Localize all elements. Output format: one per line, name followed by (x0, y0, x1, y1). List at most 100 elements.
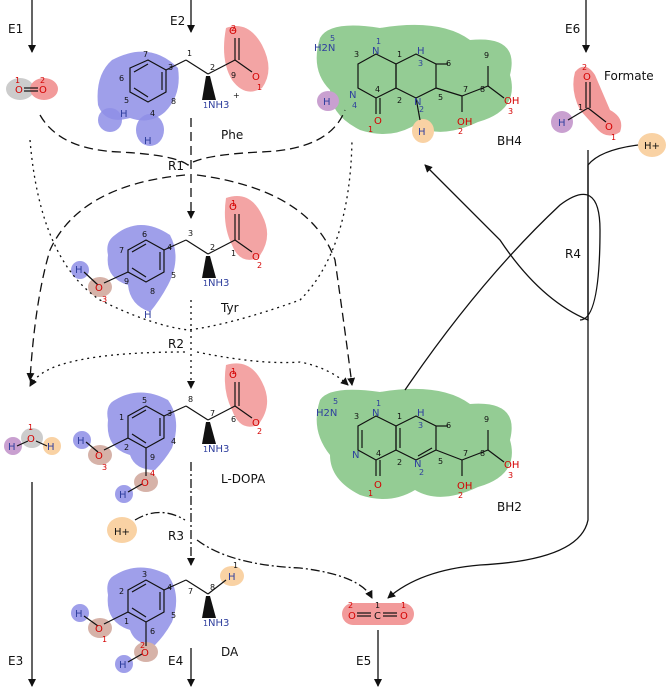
svg-text:1: 1 (376, 37, 381, 46)
bh4-proton: H (418, 127, 426, 138)
r1-water-arrow (26, 174, 186, 381)
bh2-n3: H (417, 408, 425, 419)
svg-text:2: 2 (397, 96, 402, 105)
svg-text:7: 7 (143, 50, 148, 59)
svg-text:5: 5 (330, 34, 335, 43)
r1-reactant-curve (39, 109, 346, 166)
svg-text:1: 1 (231, 367, 236, 376)
ldopa-carboxylate-oxygen: O (252, 418, 260, 429)
svg-text:5: 5 (171, 611, 176, 620)
bh4-hydride: H (323, 97, 331, 108)
formate-label: Formate (604, 69, 654, 83)
svg-text:8: 8 (480, 85, 485, 94)
svg-text:2: 2 (458, 491, 463, 500)
ldopa-h-3: H (77, 436, 85, 447)
svg-text:1: 1 (203, 445, 208, 454)
bh2-label: BH2 (497, 500, 522, 514)
formate-carbonyl-oxygen: O (583, 72, 591, 83)
tyr-molecule: O O NH3 O H H 6 7 9 8 5 4 3 2 1 1 2 3 1 … (71, 196, 268, 321)
svg-text:9: 9 (150, 453, 155, 462)
bh2-amine: H2N (316, 408, 337, 419)
svg-text:8: 8 (480, 449, 485, 458)
ldopa-amine: NH3 (208, 444, 229, 455)
svg-text:4: 4 (352, 101, 357, 110)
svg-text:1: 1 (102, 635, 107, 644)
proton-left-label: H+ (114, 527, 130, 538)
tyr-ring-h: H (144, 310, 152, 321)
svg-text:4: 4 (150, 469, 155, 478)
proton-right-label: H+ (644, 141, 660, 152)
svg-text:8: 8 (171, 97, 176, 106)
phe-h5: H (120, 109, 128, 120)
tyr-carbonyl-oxygen: O (229, 202, 237, 213)
formate-oxygen: O (605, 122, 613, 133)
svg-text:2: 2 (348, 601, 353, 610)
svg-text:2: 2 (419, 468, 424, 477)
o2-atom-1: O (15, 85, 23, 96)
svg-text:4: 4 (375, 85, 380, 94)
da-hydroxyl-oxygen-1: O (95, 624, 103, 635)
bh2-oh-2: OH (457, 481, 472, 492)
water-oxygen: O (27, 434, 35, 445)
phe-amine: NH3 (208, 100, 229, 111)
svg-text:1: 1 (368, 125, 373, 134)
svg-text:1: 1 (397, 412, 402, 421)
svg-text:9: 9 (231, 71, 236, 80)
ldopa-hydroxyl-oxygen-3: O (95, 451, 103, 462)
reaction-label-r1: R1 (168, 159, 184, 173)
svg-text:5: 5 (438, 93, 443, 102)
phe-carbonyl-oxygen: O (229, 26, 237, 37)
svg-text:2: 2 (257, 261, 262, 270)
svg-text:2: 2 (582, 63, 587, 72)
svg-text:1: 1 (578, 103, 583, 112)
r3-proton-curve (134, 511, 186, 521)
svg-text:2: 2 (210, 243, 215, 252)
tyr-amine: NH3 (208, 278, 229, 289)
ldopa-h-4: H (119, 490, 127, 501)
bh4-oh-2: OH (457, 117, 472, 128)
r2-reactant-curve (29, 139, 353, 331)
svg-text:2: 2 (140, 641, 145, 650)
r2-water-arrow (29, 351, 186, 387)
r4-bh2-loop (404, 193, 601, 391)
bh4-label: BH4 (497, 134, 522, 148)
svg-text:1: 1 (368, 489, 373, 498)
bh4-n2: N (414, 97, 421, 108)
da-molecule: NH3 H O O H H 3 2 1 6 5 4 7 8 1 1 2 1 DA (71, 561, 244, 673)
svg-text:3: 3 (508, 107, 513, 116)
svg-text:7: 7 (188, 587, 193, 596)
water-h-left: H (8, 442, 16, 453)
svg-text:1: 1 (119, 413, 124, 422)
svg-text:7: 7 (119, 246, 124, 255)
bh2-carbonyl-oxygen: O (374, 480, 382, 491)
da-label: DA (221, 645, 239, 659)
svg-text:8: 8 (188, 395, 193, 404)
bh4-carbonyl-oxygen: O (374, 116, 382, 127)
svg-text:3: 3 (167, 409, 172, 418)
svg-text:3: 3 (508, 471, 513, 480)
svg-text:6: 6 (446, 59, 451, 68)
bh4-oh-3: OH (504, 96, 519, 107)
stream-label-e1: E1 (8, 22, 23, 36)
co2-carbon: C (374, 611, 381, 622)
svg-text:3: 3 (354, 412, 359, 421)
svg-text:5: 5 (438, 457, 443, 466)
svg-text:2: 2 (257, 427, 262, 436)
svg-text:3: 3 (354, 50, 359, 59)
svg-text:5: 5 (171, 271, 176, 280)
svg-text:3: 3 (168, 63, 173, 72)
formate-hydride: H (558, 118, 566, 129)
ldopa-carbonyl-oxygen: O (229, 370, 237, 381)
svg-text:9: 9 (484, 51, 489, 60)
phe-h4: H (144, 136, 152, 147)
tyr-label: Tyr (220, 301, 239, 315)
proton-right: H+ (638, 133, 666, 157)
reaction-label-r4: R4 (565, 247, 581, 261)
stream-label-e2: E2 (170, 14, 185, 28)
svg-text:3: 3 (418, 421, 423, 430)
svg-text:1: 1 (257, 83, 262, 92)
stream-label-e5: E5 (356, 654, 371, 668)
reaction-label-r3: R3 (168, 529, 184, 543)
svg-text:3: 3 (188, 229, 193, 238)
bh2-n1: N (372, 408, 379, 419)
